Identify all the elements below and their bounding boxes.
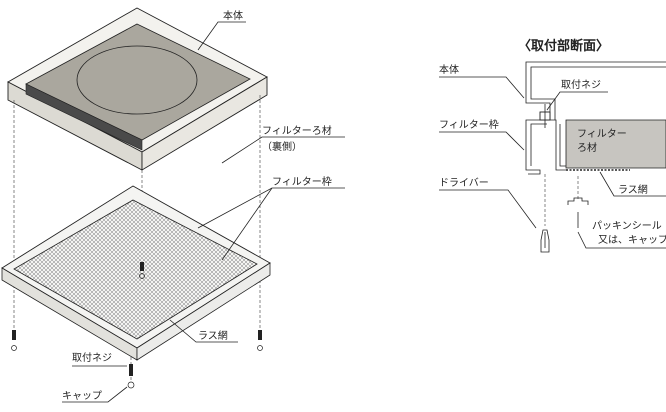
body-right-side (141, 76, 268, 171)
section-label-packing-1: パッキンシール (592, 220, 662, 232)
section-label-filter-1: フィルター (577, 128, 627, 140)
section-label-driver: ドライバー (439, 177, 489, 189)
section-title: 〈取付部断面〉 (518, 38, 609, 54)
filter-frame (1, 185, 271, 361)
section-packing-cap (567, 176, 589, 228)
section-body-profile (525, 61, 666, 120)
body-opening-ellipse (76, 45, 198, 115)
section-screw (539, 104, 551, 128)
section-label-body: 本体 (439, 63, 459, 76)
section-label-filter-2: ろ材 (577, 141, 597, 154)
section-label-frame: フィルター枠 (439, 118, 499, 131)
cap-icon (127, 381, 135, 389)
leader-filter-frame-2 (221, 187, 273, 261)
body-inner-shadow (25, 83, 143, 151)
leader-filter-material (221, 136, 345, 164)
leader-filter-frame (197, 187, 345, 229)
screw-center (139, 262, 145, 279)
section-leader-screw (546, 91, 608, 111)
screw-right (257, 330, 263, 351)
label-body: 本体 (223, 9, 243, 22)
label-filter-frame: フィルター枠 (272, 175, 332, 188)
section-label-lath-net: ラス網 (618, 183, 648, 196)
section-leader-body (439, 76, 525, 99)
screwdriver-icon (540, 174, 550, 253)
section-leader-driver (439, 189, 537, 229)
section-leader-frame (439, 131, 525, 151)
section-label-packing-2: 又は、キャップ (598, 234, 666, 246)
section-label-screw: 取付ネジ (561, 78, 601, 91)
label-mounting-screw: 取付ネジ (72, 351, 112, 364)
leader-cap (62, 386, 128, 403)
leader-body (197, 21, 246, 51)
leader-lath-net (169, 319, 238, 343)
lath-net-mesh (13, 199, 258, 340)
frame-right-side (136, 262, 271, 361)
section-frame-profile (525, 119, 566, 175)
section-leader-packing (577, 231, 666, 249)
section-leader-lath-net (599, 171, 666, 197)
section-filter-material (565, 119, 666, 169)
label-filter-material: フィルターろ材 (262, 124, 332, 137)
mounting-screw-icon (129, 364, 133, 376)
label-lath-net: ラス網 (198, 329, 228, 342)
label-cap: キャップ (62, 390, 102, 402)
screw-left (11, 330, 17, 351)
label-back-side: （裏側） (262, 140, 302, 153)
main-body (7, 7, 268, 171)
